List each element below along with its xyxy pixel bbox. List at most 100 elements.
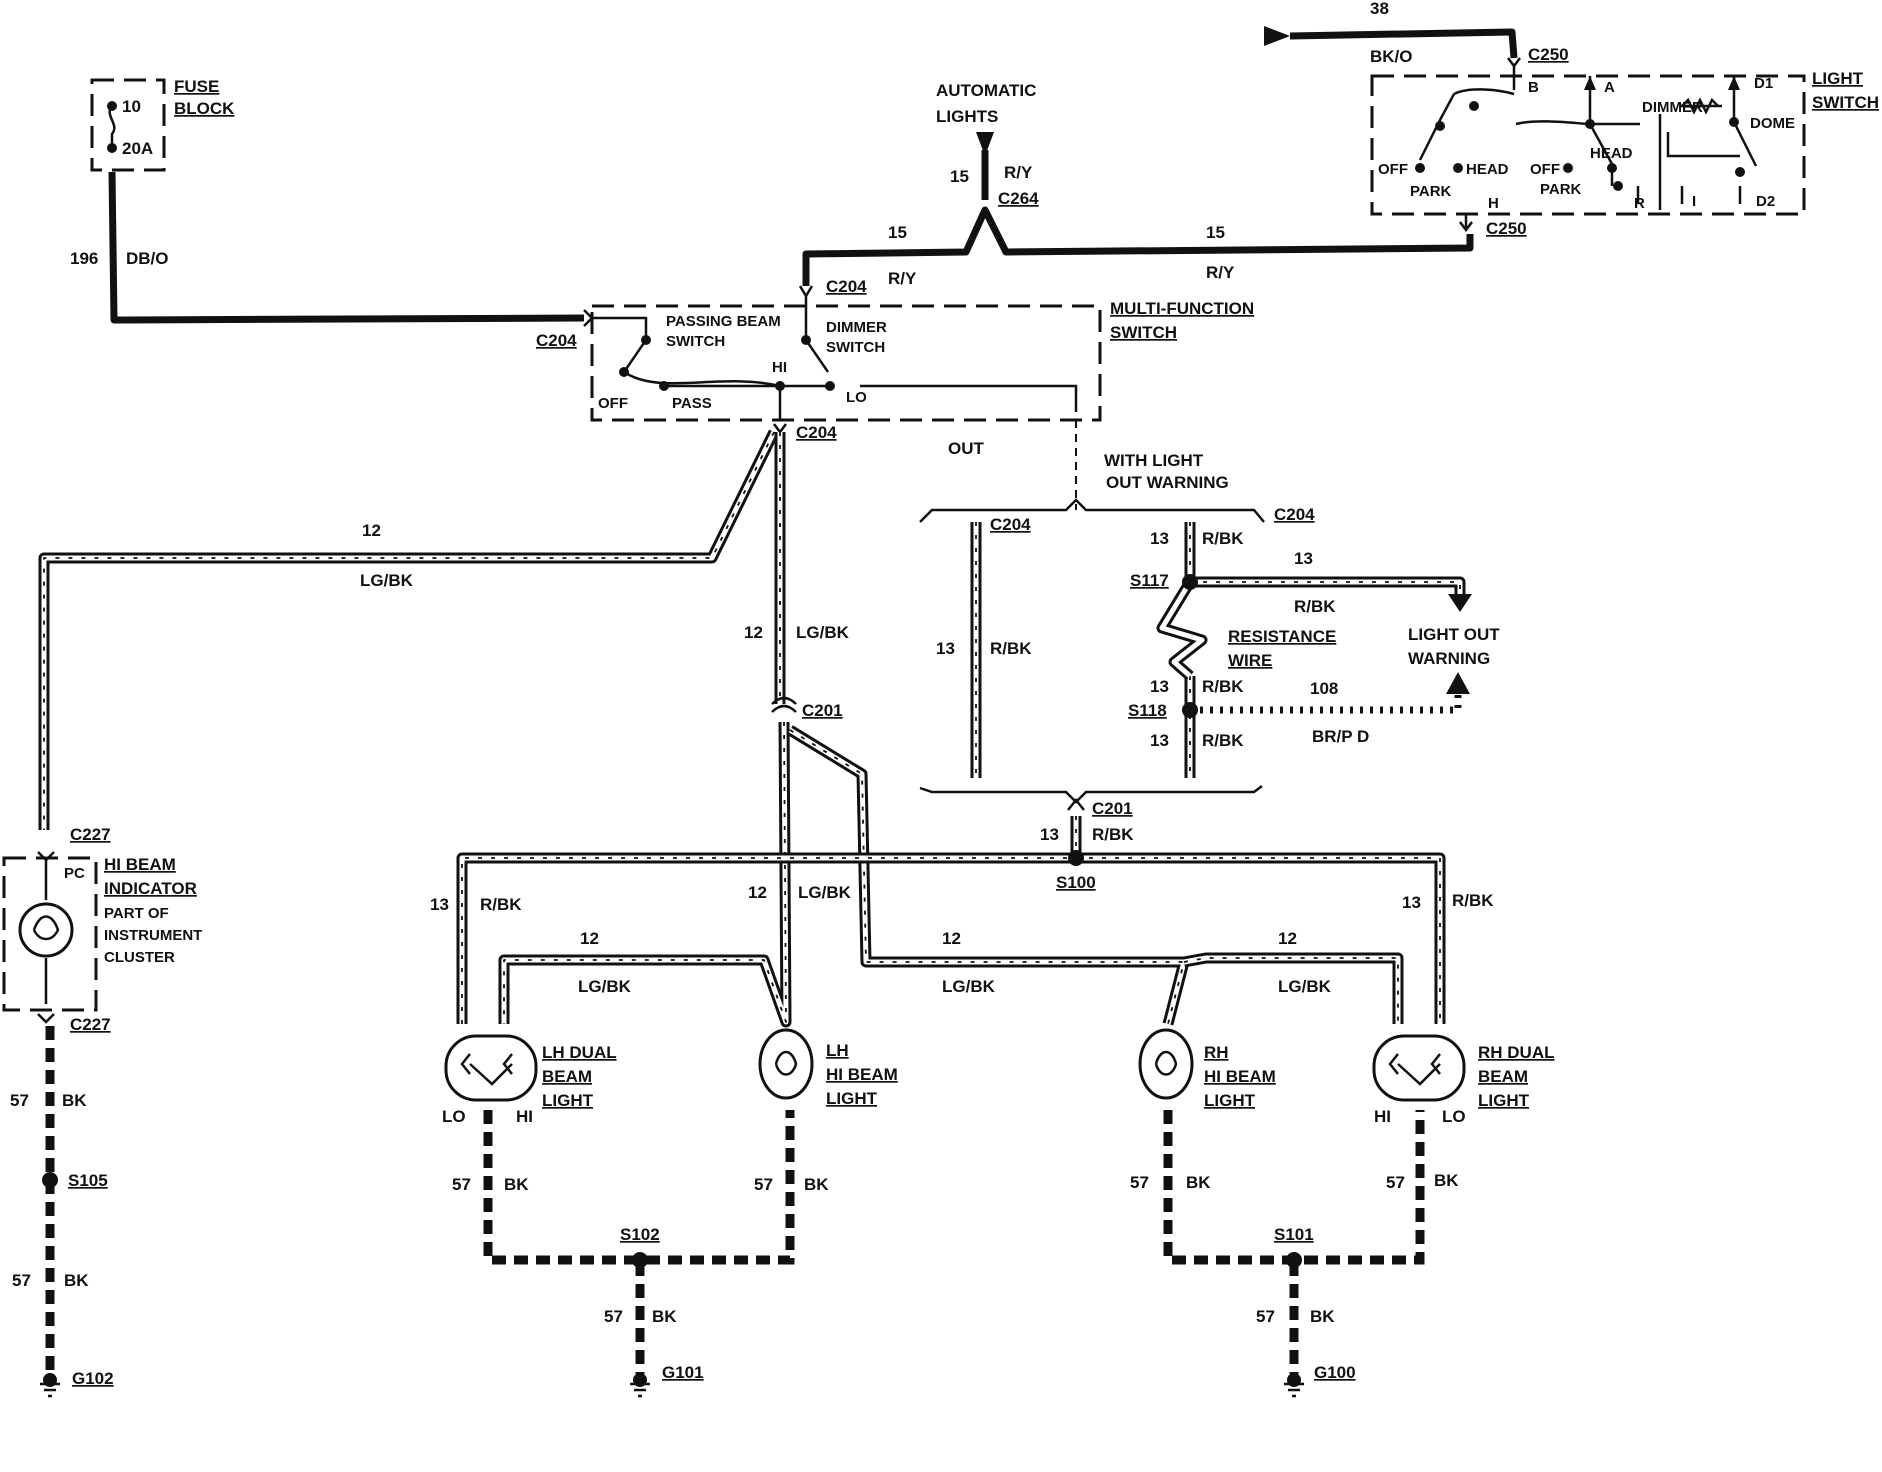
wire-38: 38 BK/O (1264, 0, 1518, 66)
lh-dual-lo: LO (442, 1107, 466, 1126)
mfs-c204-top: C204 (826, 277, 867, 296)
wire-15-circuit-left: 15 (888, 223, 907, 242)
s100-label: S100 (1056, 873, 1096, 892)
ls-pos-park-1: PARK (1410, 183, 1452, 200)
w13-col-3: R/BK (990, 639, 1032, 658)
g101-label: G101 (662, 1363, 704, 1382)
hbi-sub-3: CLUSTER (104, 949, 175, 966)
s118-node (1182, 702, 1198, 718)
mfs-passing-1: PASSING BEAM (666, 313, 781, 330)
hbi-c227-bottom: C227 (70, 1015, 111, 1034)
w12-c-2: 12 (744, 623, 763, 642)
mfs-title-1: MULTI-FUNCTION (1110, 299, 1254, 318)
ls-terminal-h: H (1488, 195, 1499, 212)
w57-col-2: BK (64, 1271, 89, 1290)
lh-hi-l2: HI BEAM (826, 1065, 898, 1084)
resistance-line1: RESISTANCE (1228, 627, 1336, 646)
w13-c-6: 13 (1040, 825, 1059, 844)
rh-dual-l2: BEAM (1478, 1067, 1528, 1086)
hi-beam-indicator: C227 PC HI BEAM INDICATOR PART OF INSTRU… (2, 825, 202, 1034)
ls-terminal-d2: D2 (1756, 193, 1775, 210)
w13-c-5: 13 (1150, 731, 1169, 750)
hbi-title-2: INDICATOR (104, 879, 197, 898)
w57-c-1: 57 (10, 1091, 29, 1110)
multi-function-box (590, 304, 1102, 422)
hbi-pc: PC (64, 865, 85, 882)
light-out-warning-line1: LIGHT OUT (1408, 625, 1500, 644)
ls-terminal-r: R (1634, 195, 1645, 212)
wire-196-color: DB/O (126, 249, 169, 268)
wire-108-circuit: 108 (1310, 679, 1338, 698)
w13-col-1: R/BK (1202, 529, 1244, 548)
ls-terminal-i: I (1692, 193, 1696, 210)
auto-lights-line1: AUTOMATIC (936, 81, 1036, 100)
wire-15-color-right: R/Y (1206, 263, 1235, 282)
auto-lights-circuit: 15 (950, 167, 969, 186)
w13-col-7: R/BK (480, 895, 522, 914)
auto-lights-color: R/Y (1004, 163, 1033, 182)
fuse-10: 10 (122, 97, 141, 116)
wire-15-circuit-right: 15 (1206, 223, 1225, 242)
arrow-icon (1264, 26, 1290, 46)
light-switch-box (1370, 74, 1806, 216)
mfs-hi: HI (772, 359, 787, 376)
mfs-dimmer-2: SWITCH (826, 339, 885, 356)
wire-38-circuit: 38 (1370, 0, 1389, 18)
s101-label: S101 (1274, 1225, 1314, 1244)
w57-col-3: BK (504, 1175, 529, 1194)
wire-13-labels: 13 R/BK 13 R/BK 13 R/BK 13 R/BK 13 R/BK … (430, 529, 1494, 914)
rh-hi-l2: HI BEAM (1204, 1067, 1276, 1086)
g102-label: G102 (72, 1369, 114, 1388)
rh-hi-lamp-icon (1138, 1028, 1194, 1100)
s117-node (1182, 574, 1198, 590)
multi-function-switch: MULTI-FUNCTION SWITCH C204 C204 PASSING … (536, 277, 1254, 442)
light-switch-title-2: SWITCH (1812, 93, 1879, 112)
mfs-passing-2: SWITCH (666, 333, 725, 350)
ls-pos-head-2: HEAD (1590, 145, 1633, 162)
w57-c-4: 57 (754, 1175, 773, 1194)
w57-col-4: BK (804, 1175, 829, 1194)
ls-terminal-d1: D1 (1754, 75, 1773, 92)
w57-col-1: BK (62, 1091, 87, 1110)
connector-marks: C201 C201 S117 S118 S100 (771, 571, 1198, 892)
fuse-block-box (90, 78, 166, 172)
mfs-dimmer-1: DIMMER (826, 319, 887, 336)
wire-196-circuit: 196 (70, 249, 98, 268)
wire-15-color-left: R/Y (888, 269, 917, 288)
w13-c-4: 13 (1150, 677, 1169, 696)
s117-label: S117 (1130, 571, 1169, 590)
w13-col-4: R/BK (1202, 677, 1244, 696)
light-out-warning-line2: WARNING (1408, 649, 1490, 668)
w13-c-7: 13 (430, 895, 449, 914)
ls-pos-head-1: HEAD (1466, 161, 1509, 178)
w57-col-6: BK (1186, 1173, 1211, 1192)
wire-15: 15 R/Y 15 R/Y (802, 206, 1474, 288)
lh-hi-beam-light: LH HI BEAM LIGHT (758, 1028, 898, 1108)
mfs-off: OFF (598, 395, 628, 412)
light-out-option-line2: OUT WARNING (1106, 473, 1229, 492)
w57-c-2: 57 (12, 1271, 31, 1290)
wire-196: 196 DB/O (70, 171, 585, 324)
lamp-icon (18, 902, 74, 958)
hbi-sub-1: PART OF (104, 905, 169, 922)
hbi-title-1: HI BEAM (104, 855, 176, 874)
w13-col-2: R/BK (1294, 597, 1336, 616)
w12-col-1: LG/BK (360, 571, 414, 590)
wire-108-color: BR/P D (1312, 727, 1369, 746)
w13-c-8: 13 (1402, 893, 1421, 912)
arrow-up-icon (1446, 672, 1470, 694)
mfs-lo: LO (846, 389, 867, 406)
s102-label: S102 (620, 1225, 660, 1244)
rh-dual-lamp-icon (1372, 1034, 1466, 1102)
w12-col-2: LG/BK (796, 623, 850, 642)
c201b-label: C201 (1092, 799, 1133, 818)
w13-c-3: 13 (936, 639, 955, 658)
w12-col-5: LG/BK (942, 977, 996, 996)
out-label: OUT (948, 439, 985, 458)
wire-57-labels: 57 BK 57 BK 57 BK 57 BK 57 BK 57 BK 57 B… (10, 1091, 1459, 1326)
rh-dual-l1: RH DUAL (1478, 1043, 1555, 1062)
wire-108 (1190, 690, 1462, 714)
rh-dual-beam-light: RH DUAL BEAM LIGHT HI LO (1372, 1034, 1555, 1126)
hbi-c227-top: C227 (70, 825, 111, 844)
